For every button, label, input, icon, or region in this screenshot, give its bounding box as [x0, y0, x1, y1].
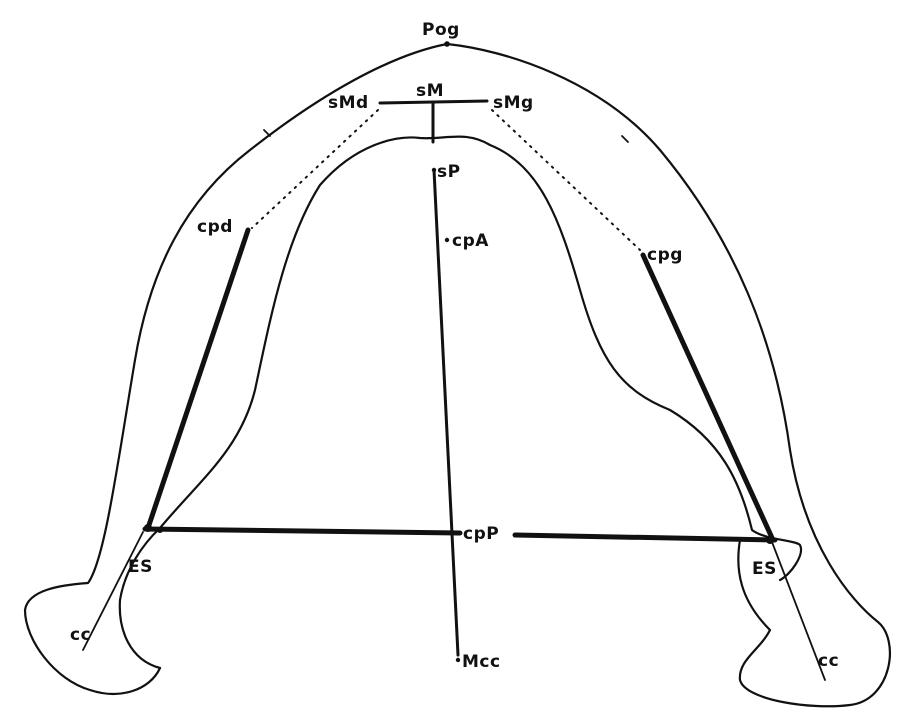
point-es-inner-left	[157, 527, 163, 533]
dotted-line-sMg-cpg	[491, 109, 641, 251]
point-es-left	[144, 524, 152, 532]
horizontal-line-es-cpP	[142, 526, 463, 536]
label-cpd: cpd	[197, 217, 233, 237]
label-sMg: sMg	[493, 93, 534, 113]
dotted-line-sMd-cpd	[251, 109, 379, 229]
thick-line-cpd-es-left	[145, 227, 251, 531]
point-cpA	[444, 237, 450, 243]
point-pog	[444, 41, 450, 47]
label-cpA: cpA	[452, 231, 489, 251]
label-cpP: cpP	[463, 524, 499, 544]
label-cc-right: cc	[818, 651, 839, 671]
tick-mark-right	[621, 135, 629, 143]
label-es-right: ES	[752, 559, 777, 579]
label-mcc: Mcc	[462, 652, 501, 672]
point-mcc	[455, 657, 461, 663]
point-sP	[431, 167, 437, 173]
thin-line-es-cc-right	[771, 541, 826, 681]
label-sMd: sMd	[328, 93, 369, 113]
tick-mark-left	[263, 129, 271, 137]
mandible-outer-contour	[23, 42, 891, 708]
label-sP: sP	[437, 162, 461, 182]
thick-line-cpg-es-right	[640, 252, 776, 543]
label-cc-left: cc	[70, 625, 91, 645]
thin-line-es-cc-left	[82, 531, 144, 651]
point-cpP	[454, 530, 460, 536]
midline-sP-Mcc	[432, 168, 460, 657]
label-es-left: ES	[128, 557, 153, 577]
horizontal-line-cpP-es	[512, 532, 778, 543]
label-cpg: cpg	[647, 245, 683, 265]
point-es-right	[766, 536, 774, 544]
label-pog: Pog	[422, 20, 460, 40]
label-sM: sM	[416, 81, 444, 101]
